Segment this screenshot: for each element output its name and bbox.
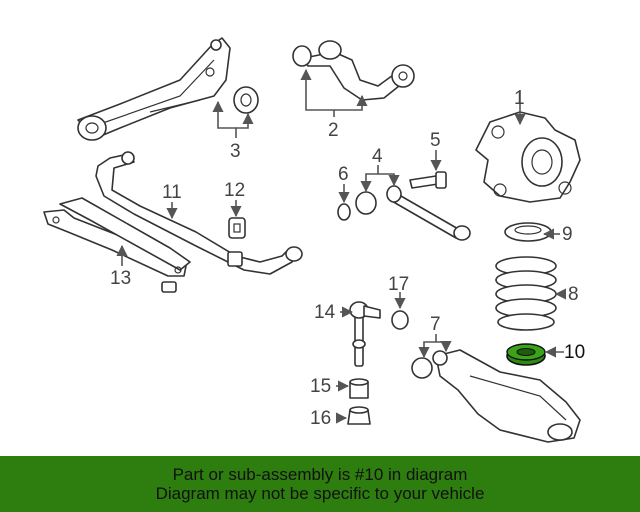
callout-4: 4 [372,146,383,167]
part-2-upper-arm[interactable] [292,40,415,101]
callout-9: 9 [562,224,573,245]
callout-15: 15 [310,376,331,397]
part-14-stabilizer-link[interactable] [349,301,381,367]
part-8-coil-spring[interactable] [495,256,557,331]
part-10-lower-spring-seat[interactable] [506,343,546,366]
part-15-bushing[interactable] [349,378,369,399]
parts-diagram: 1 2 3 4 5 6 7 8 9 10 11 12 13 14 15 16 1… [43,37,585,443]
callout-1: 1 [514,88,525,109]
callout-labels: 1 2 3 4 5 6 7 8 9 10 11 12 13 14 15 16 1… [110,88,585,429]
part-11-stabilizer-bar[interactable] [95,151,303,275]
callout-8: 8 [568,284,579,305]
part-9-spring-seat[interactable] [504,222,552,242]
callout-12: 12 [224,180,245,201]
part-17-bushing[interactable] [391,310,409,330]
callout-16: 16 [310,408,331,429]
banner-line-2: Diagram may not be specific to your vehi… [155,484,485,503]
part-1-knuckle[interactable] [475,111,581,203]
callout-6: 6 [338,164,349,185]
callout-10: 10 [564,342,585,363]
part-16-cushion[interactable] [347,406,371,425]
part-3-trailing-arm[interactable] [77,37,259,141]
part-7-lower-arm[interactable] [411,349,581,443]
callout-3: 3 [230,141,241,162]
part-13-crossmember[interactable] [43,197,191,293]
callout-13: 13 [110,268,131,289]
part-6-washer[interactable] [337,203,351,221]
callout-2: 2 [328,120,339,141]
part-4-toe-link[interactable] [355,185,471,241]
info-banner: Part or sub-assembly is #10 in diagram D… [0,456,640,512]
callout-11: 11 [162,182,182,203]
part-12-bushing[interactable] [228,217,246,239]
callout-17: 17 [388,274,409,295]
leader-lines [116,68,567,424]
banner-line-1: Part or sub-assembly is #10 in diagram [172,465,468,484]
callout-14: 14 [314,302,336,323]
callout-5: 5 [430,130,441,151]
part-5-bolt[interactable] [409,171,447,189]
callout-7: 7 [430,314,441,335]
